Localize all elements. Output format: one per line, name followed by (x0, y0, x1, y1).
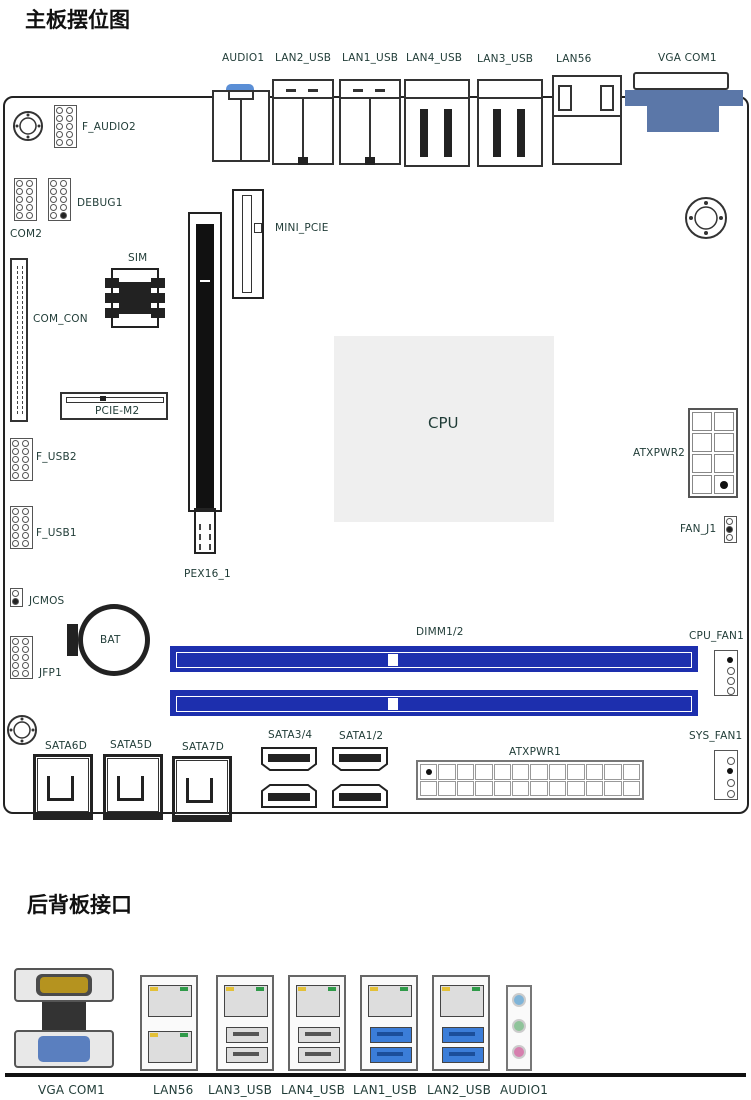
atxpwr1-connector (416, 760, 644, 800)
sata6d-connector (33, 754, 93, 820)
sata7d-connector (172, 756, 232, 822)
atxpwr2-connector (688, 408, 738, 498)
dimm-label: DIMM1/2 (416, 626, 464, 638)
rear-label-vga-com1: VGA COM1 (38, 1083, 105, 1097)
fan-j1-header (724, 516, 737, 543)
sata1-connector (331, 746, 389, 772)
vga-com1-label: VGA COM1 (658, 52, 717, 64)
sata34-label: SATA3/4 (268, 729, 313, 741)
com2-header (14, 178, 37, 221)
rear-lan3-usb-port (216, 975, 274, 1071)
lan1-usb-connector (339, 79, 401, 169)
f-usb1-header (10, 506, 33, 549)
fan-j1-label: FAN_J1 (680, 523, 717, 535)
lan56-connector (552, 75, 622, 167)
jcmos-label: JCMOS (29, 595, 65, 607)
mini-pcie-label: MINI_PCIE (275, 222, 329, 234)
jfp1-label: JFP1 (39, 667, 62, 679)
atxpwr1-label: ATXPWR1 (509, 746, 562, 758)
cpu-fan1-label: CPU_FAN1 (689, 630, 744, 642)
sim-slot (105, 268, 165, 328)
vga-com1-connector (625, 72, 743, 132)
pcie-m2-slot (60, 392, 168, 420)
f-usb2-label: F_USB2 (36, 451, 77, 463)
atxpwr2-label: ATXPWR2 (633, 447, 686, 459)
com-con-label: COM_CON (33, 313, 88, 325)
rear-panel-title: 后背板接口 (27, 893, 132, 917)
sata12-label: SATA1/2 (339, 730, 384, 742)
rear-label-lan1-usb: LAN1_USB (353, 1083, 418, 1097)
f-audio2-label: F_AUDIO2 (82, 121, 136, 133)
sata5d-label: SATA5D (110, 739, 152, 751)
rear-lan1-usb-port (360, 975, 418, 1071)
bat-label: BAT (100, 634, 121, 646)
sata7d-label: SATA7D (182, 741, 224, 753)
rear-label-lan4-usb: LAN4_USB (281, 1083, 346, 1097)
rear-lan56-port (140, 975, 198, 1071)
rear-lan2-usb-port (432, 975, 490, 1071)
lan1-usb-label: LAN1_USB (342, 52, 399, 64)
audio1-label: AUDIO1 (222, 52, 265, 64)
audio1-connector (212, 84, 270, 162)
jcmos-header (10, 588, 23, 607)
sys-fan1-label: SYS_FAN1 (689, 730, 743, 742)
rear-label-audio1: AUDIO1 (500, 1083, 549, 1097)
com-con-header (10, 258, 28, 422)
lan4-usb-label: LAN4_USB (406, 52, 463, 64)
sata6d-label: SATA6D (45, 740, 87, 752)
rear-lan4-usb-port (288, 975, 346, 1071)
pcie-m2-label: PCIE-M2 (95, 405, 140, 417)
rear-label-lan2-usb: LAN2_USB (427, 1083, 492, 1097)
rear-label-lan3-usb: LAN3_USB (208, 1083, 273, 1097)
lan3-usb-label: LAN3_USB (477, 53, 534, 65)
mounting-hole-icon (6, 714, 38, 746)
dimm2-slot (170, 690, 698, 716)
lan2-usb-label: LAN2_USB (275, 52, 332, 64)
com2-label: COM2 (10, 228, 43, 240)
sim-label: SIM (128, 252, 148, 264)
dimm1-slot (170, 646, 698, 672)
sata5d-connector (103, 754, 163, 820)
lan4-usb-connector (404, 79, 470, 169)
rear-label-lan56: LAN56 (153, 1083, 194, 1097)
f-usb2-header (10, 438, 33, 481)
lan2-usb-connector (272, 79, 334, 169)
mini-pcie-slot (232, 189, 264, 299)
lan56-label: LAN56 (556, 53, 592, 65)
f-usb1-label: F_USB1 (36, 527, 77, 539)
sata4-connector (260, 783, 318, 809)
sata3-connector (260, 746, 318, 772)
sys-fan1-header (714, 750, 738, 800)
lan3-usb-connector (477, 79, 543, 169)
rear-vga-com1-port (14, 968, 114, 1072)
layout-title: 主板摆位图 (25, 8, 130, 32)
pex16-slot (188, 212, 222, 554)
jfp1-header (10, 636, 33, 679)
mounting-hole-icon (684, 196, 728, 240)
debug1-header (48, 178, 71, 221)
debug1-label: DEBUG1 (77, 197, 123, 209)
cpu-socket (334, 336, 554, 522)
sata2-connector (331, 783, 389, 809)
battery-icon (64, 600, 154, 680)
cpu-label: CPU (428, 414, 459, 432)
cpu-fan1-header (714, 650, 738, 696)
mounting-hole-icon (12, 110, 44, 142)
pex16-1-label: PEX16_1 (184, 568, 231, 580)
rear-panel-baseline (5, 1073, 746, 1077)
f-audio2-header (54, 105, 77, 148)
rear-audio1-port (506, 985, 532, 1071)
